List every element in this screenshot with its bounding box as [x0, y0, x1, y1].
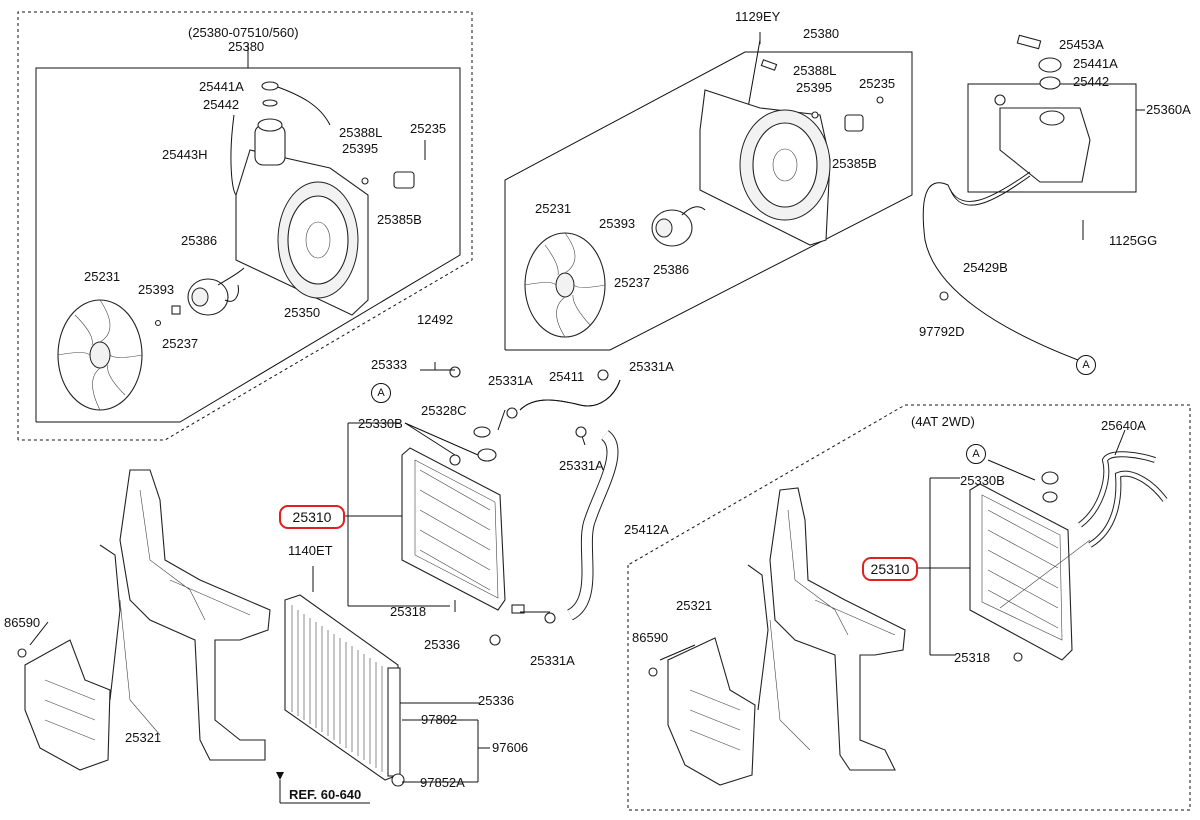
- label-25237-b: 25237: [614, 275, 651, 290]
- label-25429b: 25429B: [963, 260, 1008, 275]
- condenser: [284, 566, 490, 787]
- label-25441a-b: 25441A: [1073, 56, 1118, 71]
- label-25336: 25336: [424, 637, 461, 652]
- motor-right: [651, 32, 884, 247]
- label-25336-b: 25336: [478, 693, 515, 708]
- front-panel-right: [747, 487, 906, 771]
- reservoir-hose: [922, 171, 1079, 361]
- label-1129ey: 1129EY: [735, 9, 781, 24]
- label-25388l-b: 25388L: [793, 63, 837, 78]
- label-25395: 25395: [342, 141, 379, 156]
- label-25350: 25350: [284, 305, 321, 320]
- fan-shroud-left: [235, 149, 369, 316]
- label-25380-b: 25380: [803, 26, 840, 41]
- label-25235-b: 25235: [859, 76, 896, 91]
- label-97792d: 97792D: [919, 324, 965, 339]
- label-25333: 25333: [371, 357, 408, 372]
- label-25442: 25442: [203, 97, 240, 112]
- reservoir-left: [230, 81, 331, 196]
- label-25640a: 25640A: [1101, 418, 1146, 433]
- radiator-part-25310-highlight-4at[interactable]: 25310: [862, 557, 918, 581]
- fan-assembly-box-left: [17, 11, 473, 441]
- splash-shield-left: [17, 621, 111, 771]
- label-86590-b: 86590: [632, 630, 669, 645]
- label-25412a: 25412A: [624, 522, 669, 537]
- label-25442-b: 25442: [1073, 74, 1110, 89]
- label-25385b: 25385B: [377, 212, 422, 227]
- label-25328c: 25328C: [421, 403, 467, 418]
- label-1140et: 1140ET: [288, 543, 333, 558]
- label-25443h: 25443H: [162, 147, 208, 162]
- label-25330b: 25330B: [358, 416, 403, 431]
- label-25453a: 25453A: [1059, 37, 1104, 52]
- label-25380-07510: (25380-07510/560): [188, 25, 299, 40]
- label-25235: 25235: [410, 121, 447, 136]
- label-25441a: 25441A: [199, 79, 244, 94]
- label-25321-b: 25321: [676, 598, 713, 613]
- label-4at-2wd: (4AT 2WD): [911, 414, 975, 429]
- label-12492: 12492: [417, 312, 454, 327]
- label-97852a: 97852A: [420, 775, 465, 790]
- label-97802: 97802: [421, 712, 458, 727]
- label-25393: 25393: [138, 282, 175, 297]
- splash-shield-right: [648, 637, 756, 786]
- label-25331a-3: 25331A: [559, 458, 604, 473]
- radiator-part-25310-highlight[interactable]: 25310: [279, 505, 345, 529]
- 4at-2wd-box: [627, 404, 1191, 811]
- label-25331a-4: 25331A: [530, 653, 575, 668]
- label-97606: 97606: [492, 740, 529, 755]
- label-25385b-b: 25385B: [832, 156, 877, 171]
- label-25386: 25386: [181, 233, 218, 248]
- fan-left: [57, 299, 143, 411]
- label-25231-b: 25231: [535, 201, 572, 216]
- label-25380: 25380: [228, 39, 265, 54]
- radiator-main: [345, 362, 525, 646]
- callout-a-hose: A: [1076, 355, 1096, 375]
- ref-label: REF. 60-640: [289, 787, 362, 802]
- front-panel-left: [99, 469, 271, 761]
- label-25321: 25321: [125, 730, 162, 745]
- radiator-hoses: [454, 369, 621, 624]
- label-25386-b: 25386: [653, 262, 690, 277]
- label-25395-b: 25395: [796, 80, 833, 95]
- label-25318: 25318: [390, 604, 427, 619]
- ref-arrow: [276, 772, 370, 804]
- callout-a-4at: A: [966, 444, 986, 464]
- label-25231: 25231: [84, 269, 121, 284]
- label-25237: 25237: [162, 336, 199, 351]
- label-25360a: 25360A: [1146, 102, 1191, 117]
- label-25318-b: 25318: [954, 650, 991, 665]
- label-1125gg: 1125GG: [1109, 233, 1158, 248]
- label-25393-b: 25393: [599, 216, 636, 231]
- reservoir-box: [967, 34, 1145, 240]
- label-25331a-2: 25331A: [629, 359, 674, 374]
- fan-shroud-right: [699, 89, 831, 246]
- label-86590: 86590: [4, 615, 41, 630]
- motor-left: [154, 140, 426, 327]
- label-25411: 25411: [549, 369, 585, 384]
- label-25330b-b: 25330B: [960, 473, 1005, 488]
- label-25388l: 25388L: [339, 125, 383, 140]
- label-25331a-1: 25331A: [488, 373, 533, 388]
- fan-right: [524, 232, 606, 338]
- callout-a-radiator: A: [371, 383, 391, 403]
